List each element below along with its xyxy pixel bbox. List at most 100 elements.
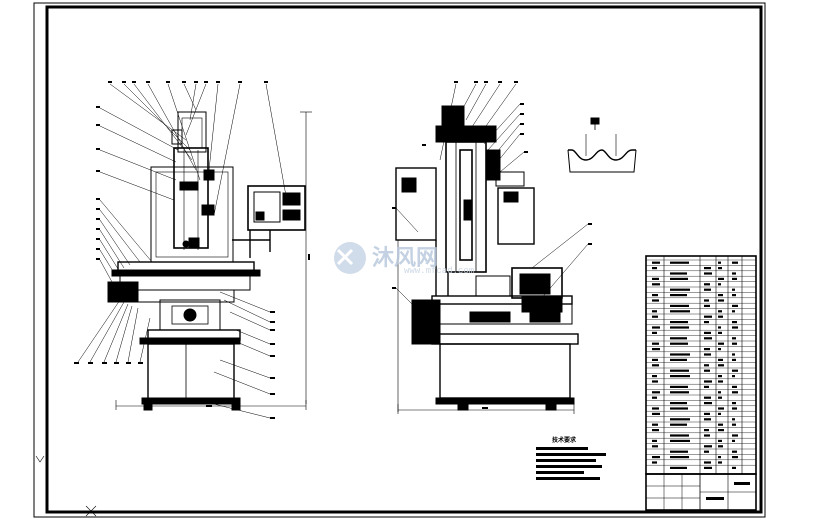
parts-list-cell-text [704,315,712,318]
parts-list-cell-text [670,385,688,388]
parts-list-cell-text [718,294,723,297]
parts-list-cell-text [704,283,710,286]
side-view-balloons [392,81,592,409]
parts-list-cell-text [718,456,721,459]
parts-list-cell-text [732,321,737,324]
parts-list-cell-text [670,353,690,356]
parts-list-cell-text [704,380,712,383]
parts-list-cell-text [652,315,658,318]
parts-list-cell-text [652,261,660,264]
parts-list-cell-text [718,439,722,442]
parts-list-cell-text [718,267,722,270]
parts-list-cell-text [732,294,736,297]
parts-list-cell-text [652,407,659,410]
corner-marks [35,455,97,517]
parts-list-cell-text [670,375,690,378]
parts-list-cell-text [732,326,738,329]
parts-list-cell-text [718,423,723,426]
parts-list-cell-text [670,277,688,280]
front-view-leaders [77,83,287,419]
parts-list-cell-text [652,461,657,464]
parts-list-cell-text [718,461,722,464]
side-view [395,105,579,414]
parts-list-cell-text [670,369,689,372]
parts-list-cell-text [718,261,721,264]
parts-list-cell-text [652,423,658,426]
parts-list-cell-text [652,331,657,334]
parts-list-cell-text [732,310,735,313]
parts-list-cell-text [718,380,723,383]
parts-list-cell-text [704,402,712,405]
parts-list-cell-text [732,288,735,291]
parts-list-cell-text [718,342,724,345]
parts-list-cell-text [704,396,711,399]
parts-list-cell-text [704,299,709,302]
parts-list-cell-text [670,342,688,345]
profile-detail [567,117,637,173]
parts-list-cell-text [732,456,738,459]
parts-list-cell-text [652,358,658,361]
parts-list-cell-text [670,418,690,421]
parts-list-cell-text [732,423,736,426]
parts-list-cell-text [652,380,658,383]
parts-list-cell-text [718,429,724,432]
parts-list-cell-text [732,337,736,340]
parts-list-cell-text [652,310,657,313]
parts-list-cell-text [718,358,723,361]
parts-list-cell-text [704,429,709,432]
parts-list-cell-text [718,277,724,280]
parts-list-cell-text [670,391,689,394]
parts-list-cell-text [718,391,721,394]
parts-list-cell-text [670,288,690,291]
parts-list-cell-text [652,456,660,459]
parts-list-cell-text [718,299,724,302]
parts-list-cell-text [732,385,737,388]
parts-list-cell-text [652,375,657,378]
parts-list-cell-text [652,277,659,280]
parts-list-cell-text [652,391,660,394]
parts-list-cell-text [732,402,736,405]
parts-list-cell-text [670,450,688,453]
parts-list-cell-text [670,304,689,307]
parts-list-cell-text [732,407,737,410]
parts-list-cell-text [718,326,721,329]
parts-list-cell-text [732,439,735,442]
parts-list-cell-text [704,450,709,453]
parts-list-cell-text [718,407,724,410]
parts-list-cell-text [704,364,709,367]
parts-list-cell-text [718,348,721,351]
parts-list-cell-text [718,331,722,334]
parts-list-cell-text [704,272,712,275]
parts-list-table [645,255,757,475]
parts-list-cell-text [652,294,658,297]
parts-list-cell-text [704,267,711,270]
parts-list-cell-text [732,353,735,356]
parts-list-cell-text [718,364,724,367]
parts-list-cell-text [718,315,723,318]
parts-list-cell-text [704,466,712,469]
parts-list-cell-text [652,412,660,415]
parts-list-cell-text [732,261,738,264]
parts-list-cell-text [670,272,687,275]
parts-list-cell-text [670,321,688,324]
parts-list-cell-text [670,466,687,469]
watermark-brand: 沐风网 [372,246,438,271]
parts-list-cell-text [732,375,735,378]
parts-list-cell-text [732,450,737,453]
technical-requirements-heading: 技术要求 [552,436,577,444]
parts-list-cell-text [670,337,687,340]
requirements-text-lines [536,447,606,480]
parts-list-cell-text [718,396,722,399]
parts-list-cell-text [704,353,711,356]
parts-list-cell-text [732,304,738,307]
parts-list-cell-text [718,310,722,313]
parts-list-cell-text [732,418,735,421]
front-view [107,111,312,411]
parts-list-cell-text [732,277,737,280]
parts-list-cell-text [652,267,657,270]
parts-list-cell-text [670,402,687,405]
parts-list-cell-text [670,294,687,297]
parts-list-cell-text [670,326,689,329]
parts-list-cell-text [704,385,709,388]
